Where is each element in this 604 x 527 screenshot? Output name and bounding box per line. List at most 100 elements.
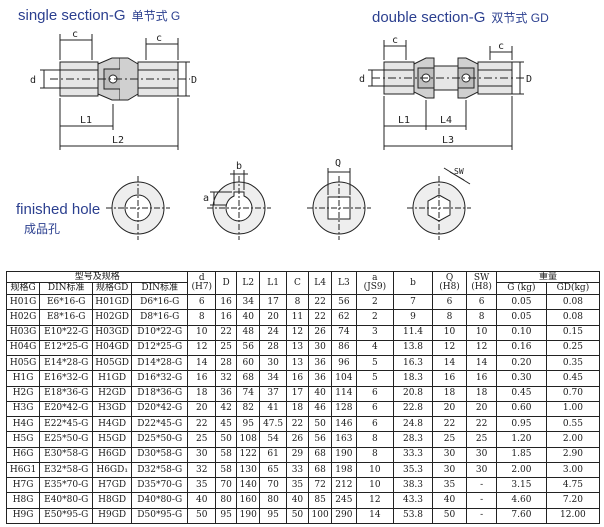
cell-a: 12	[355, 492, 395, 509]
col-weight-gd-header: GD(kg)	[545, 282, 601, 295]
cell-L4: 36	[307, 370, 333, 387]
double-d-label: d	[359, 74, 365, 85]
cell-weight-g: 7.60	[496, 507, 547, 525]
cell-din-g: E40*80-G	[39, 492, 94, 509]
cell-SW: 8	[466, 309, 498, 326]
cell-code-g: H05G	[5, 355, 41, 372]
cell-weight-g: 1.20	[496, 431, 547, 448]
cell-din-g: E25*50-G	[39, 431, 94, 448]
cell-code-gd: H6GD	[92, 446, 132, 463]
cell-L2: 60	[236, 355, 261, 372]
cell-a: 6	[355, 416, 395, 433]
single-L1-label: L1	[80, 115, 92, 126]
single-D-label: D	[191, 75, 197, 86]
cell-code-g: H01G	[5, 293, 41, 311]
double-c-left-label: c	[392, 35, 398, 46]
cell-Q: 8	[431, 309, 468, 326]
cell-d: 20	[187, 400, 217, 418]
col-din-g-header: DIN标准	[39, 282, 94, 295]
double-section-title-en: double section-G	[372, 9, 486, 26]
group-weight-header: 重量	[496, 271, 600, 283]
cell-code-g: H3G	[5, 400, 41, 418]
cell-L2: 122	[236, 446, 261, 463]
cell-weight-gd: 0.15	[545, 324, 601, 341]
cell-weight-gd: 0.45	[545, 370, 601, 387]
cell-weight-gd: 7.20	[545, 492, 601, 509]
col-C-header: C	[285, 271, 310, 295]
cell-L3: 56	[331, 293, 357, 311]
cell-weight-g: 0.20	[496, 355, 547, 372]
cell-d: 50	[187, 507, 217, 525]
cell-d: 30	[187, 446, 217, 463]
cell-Q: 30	[431, 461, 468, 479]
cell-code-gd: H9GD	[92, 507, 132, 525]
cell-L2: 108	[236, 431, 261, 448]
cell-din-gd: D22*45-G	[130, 416, 189, 433]
double-c-right-label: c	[498, 41, 504, 52]
single-section-title-cn: 单节式 G	[131, 9, 181, 23]
cell-D: 80	[215, 492, 238, 509]
cell-L1: 95	[259, 507, 287, 525]
cell-L2: 74	[236, 385, 261, 402]
cell-d: 35	[187, 477, 217, 494]
cell-Q: 12	[431, 339, 468, 357]
cell-SW: 6	[466, 293, 498, 311]
cell-L2: 160	[236, 492, 261, 509]
cell-code-g: H6G1	[5, 461, 41, 479]
cell-d: 22	[187, 416, 217, 433]
cell-weight-g: 0.95	[496, 416, 547, 433]
col-b-header: b	[393, 271, 433, 295]
cell-d: 8	[187, 309, 217, 326]
cell-din-gd: D20*42-G	[130, 400, 189, 418]
cell-L2: 40	[236, 309, 261, 326]
cell-Q: 50	[431, 507, 468, 525]
cell-C: 8	[285, 293, 310, 311]
col-L3-header: L3	[331, 271, 357, 295]
cell-weight-gd: 3.00	[545, 461, 601, 479]
col-code-g-header: 规格G	[5, 282, 41, 295]
cell-L1: 37	[259, 385, 287, 402]
cell-code-gd: H8GD	[92, 492, 132, 509]
cell-a: 8	[355, 431, 395, 448]
cell-code-gd: H1GD	[92, 370, 132, 387]
cell-weight-gd: 0.55	[545, 416, 601, 433]
cell-a: 3	[355, 324, 395, 341]
cell-b: 18.3	[393, 370, 433, 387]
cell-din-gd: D16*32-G	[130, 370, 189, 387]
cell-Q: 16	[431, 370, 468, 387]
cell-weight-g: 0.30	[496, 370, 547, 387]
cell-weight-g: 3.15	[496, 477, 547, 494]
col-a-header: a(JS9)	[355, 271, 395, 295]
col-din-gd-header: DIN标准	[130, 282, 189, 295]
cell-d: 25	[187, 431, 217, 448]
cell-din-g: E35*70-G	[39, 477, 94, 494]
cell-b: 35.3	[393, 461, 433, 479]
cell-Q: 14	[431, 355, 468, 372]
cell-din-gd: D14*28-G	[130, 355, 189, 372]
cell-b: 16.3	[393, 355, 433, 372]
cell-code-g: H4G	[5, 416, 41, 433]
cell-SW: 25	[466, 431, 498, 448]
cell-code-gd: H7GD	[92, 477, 132, 494]
cell-D: 58	[215, 446, 238, 463]
cell-code-g: H2G	[5, 385, 41, 402]
cell-L1: 30	[259, 355, 287, 372]
single-c-left-label: c	[72, 29, 78, 40]
cell-L4: 40	[307, 385, 333, 402]
cell-Q: 40	[431, 492, 468, 509]
cell-d: 14	[187, 355, 217, 372]
cell-din-g: E20*42-G	[39, 400, 94, 418]
cell-C: 13	[285, 355, 310, 372]
cell-C: 11	[285, 309, 310, 326]
cell-L3: 62	[331, 309, 357, 326]
cell-code-gd: H2GD	[92, 385, 132, 402]
cell-din-g: E8*16-G	[39, 309, 94, 326]
cell-b: 38.3	[393, 477, 433, 494]
cell-d: 32	[187, 461, 217, 479]
cell-Q: 25	[431, 431, 468, 448]
